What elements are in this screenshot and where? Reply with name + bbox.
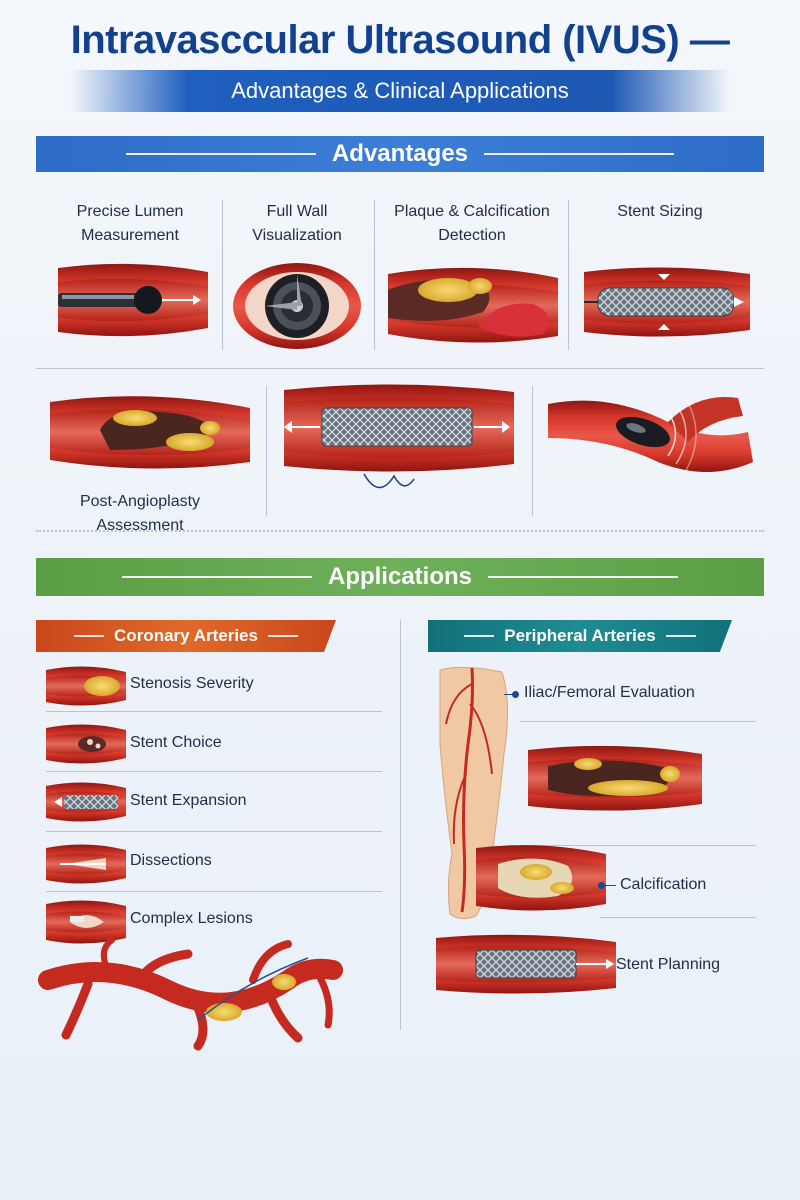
pointer-line [504, 694, 516, 695]
plaque-detection-illustration [388, 267, 558, 343]
coronary-heading: Coronary Arteries [114, 626, 258, 645]
applications-heading: Applications [327, 563, 472, 590]
row-divider [46, 771, 382, 772]
page-subtitle: Advantages & Clinical Applications [231, 78, 569, 103]
stent-expansion-illustration [284, 384, 514, 489]
coronary-item-stenosis: Stenosis Severity [130, 675, 254, 692]
coronary-item-complex-lesions: Complex Lesions [130, 910, 253, 927]
row-divider [520, 721, 756, 722]
applications-section-bar: Applications [36, 558, 764, 596]
ivus-catheter-signal-illustration [548, 395, 753, 475]
column-divider [374, 200, 375, 350]
column-divider [222, 200, 223, 350]
advantage-label-line: Precise Lumen [76, 203, 184, 220]
row-divider [46, 891, 382, 892]
header-line [464, 635, 495, 637]
row-divider [46, 831, 382, 832]
coronary-arteries-header: Coronary Arteries [36, 620, 336, 652]
stent-planning-illustration [436, 934, 616, 994]
coronary-item-stent-expansion: Stent Expansion [130, 792, 247, 809]
coronary-artery-tree-illustration [38, 937, 343, 1051]
coronary-item-dissections: Dissections [130, 852, 212, 869]
bar-line-right [488, 576, 678, 578]
advantage-label-line: Full Wall [266, 203, 328, 220]
peripheral-item-iliac-femoral: Iliac/Femoral Evaluation [524, 684, 695, 701]
bar-line-left [125, 153, 316, 155]
header-line [665, 635, 696, 637]
pointer-dot [598, 882, 605, 889]
column-divider [568, 200, 569, 350]
row-divider [520, 845, 756, 846]
advantages-heading: Advantages [331, 140, 469, 167]
stent-sizing-illustration [584, 267, 750, 337]
stent-expansion-vessel-icon [46, 782, 126, 822]
column-divider [400, 620, 401, 1030]
row-divider [600, 917, 756, 918]
advantage-label-line: Assessment [96, 517, 184, 534]
bar-line-right [484, 153, 675, 155]
pointer-line [604, 885, 616, 886]
row-divider [46, 711, 382, 712]
bar-line-left [121, 576, 312, 578]
stenosis-vessel-icon [46, 666, 126, 706]
coronary-item-stent-choice: Stent Choice [130, 734, 222, 751]
advantage-label-precise-lumen: Precise Lumen Measurement [40, 200, 220, 248]
advantage-label-line: Stent Sizing [617, 203, 703, 220]
dissection-vessel-icon [46, 844, 126, 884]
section-separator [36, 530, 764, 532]
advantage-label-stent-sizing: Stent Sizing [570, 200, 750, 224]
calcification-illustration [476, 845, 606, 911]
peripheral-heading: Peripheral Arteries [504, 626, 656, 645]
advantage-label-line: Plaque & Calcification [394, 203, 550, 220]
advantage-label-plaque: Plaque & Calcification Detection [376, 200, 568, 248]
peripheral-arteries-header: Peripheral Arteries [428, 620, 732, 652]
row-divider [36, 368, 764, 369]
page-title: Intravasccular Ultrasound (IVUS) — [70, 18, 730, 62]
column-divider [532, 386, 533, 516]
advantage-label-line: Detection [438, 227, 506, 244]
advantage-label-line: Measurement [81, 227, 179, 244]
lumen-catheter-illustration [58, 263, 208, 337]
subtitle-banner: Advantages & Clinical Applications [70, 70, 730, 112]
peripheral-item-calcification: Calcification [620, 876, 707, 893]
column-divider [266, 386, 267, 516]
advantages-section-bar: Advantages [36, 136, 764, 172]
peripheral-item-stent-planning: Stent Planning [616, 956, 721, 973]
advantage-label-line: Visualization [252, 227, 342, 244]
header-line [267, 635, 298, 637]
wall-cross-section-illustration [233, 263, 361, 349]
advantage-label-post-angioplasty: Post-Angioplasty Assessment [40, 490, 240, 538]
stent-choice-vessel-icon [46, 724, 126, 764]
post-angioplasty-illustration [50, 396, 250, 469]
complex-lesion-vessel-icon [46, 900, 126, 944]
advantage-label-full-wall: Full Wall Visualization [222, 200, 372, 248]
header-line [74, 635, 105, 637]
femoral-plaque-illustration [528, 745, 702, 811]
advantage-label-line: Post-Angioplasty [79, 493, 201, 510]
